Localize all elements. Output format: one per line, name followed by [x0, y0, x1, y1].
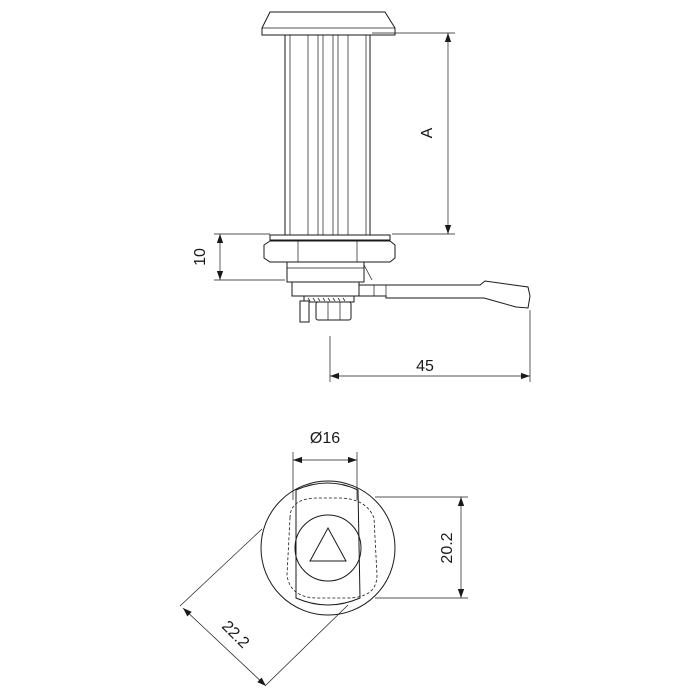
dimension-a: A	[372, 32, 455, 235]
bottom-screw	[299, 300, 310, 323]
dim-10-label: 10	[192, 248, 209, 266]
key-face-inner-circle	[294, 514, 362, 582]
dimension-10: 10	[192, 233, 285, 281]
cam-arm	[358, 280, 531, 309]
lock-washer	[269, 234, 391, 241]
dimension-45: 45	[329, 310, 531, 382]
hex-nut	[263, 240, 396, 263]
side-view	[261, 11, 531, 323]
top-view	[260, 480, 396, 616]
lock-lower-body	[286, 261, 365, 283]
dim-45-label: 45	[416, 358, 434, 375]
key-face-outline	[295, 482, 361, 606]
dim-20-2-label: 20.2	[439, 532, 456, 563]
dimension-dia16: Ø16	[292, 430, 358, 500]
dim-dia16-label: Ø16	[310, 430, 340, 447]
dim-22-2-label: 22.2	[218, 618, 252, 652]
lock-cap	[261, 11, 396, 36]
bottom-nut	[315, 301, 352, 321]
dimension-22-2: 22.2	[179, 528, 349, 687]
face-outer-circle	[260, 480, 396, 616]
triangle-icon	[309, 526, 347, 562]
dim-a-label: A	[419, 127, 436, 138]
lock-barrel	[284, 34, 371, 236]
hidden-square-outline	[286, 497, 378, 599]
dimension-20-2: 20.2	[375, 496, 468, 599]
